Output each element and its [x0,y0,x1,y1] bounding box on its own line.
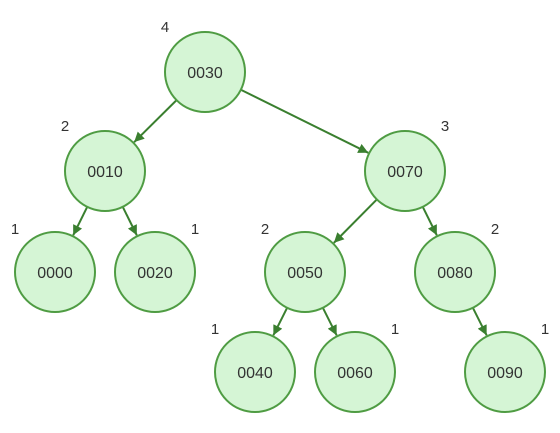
edges [72,88,488,336]
edge-0070-0050 [333,198,378,244]
node-circle [464,331,546,413]
node-height-label: 2 [61,118,69,135]
tree-node-0070: 0070 3 [364,118,449,212]
node-circle [14,231,96,313]
node-key-label: 0080 [437,265,473,282]
tree-node-0040: 0040 1 [211,321,296,413]
node-circle [114,231,196,313]
node-height-label: 4 [161,19,169,36]
node-key-label: 0020 [137,265,173,282]
edge-0070-0080 [421,206,438,236]
edge-0010-0020 [121,206,138,236]
node-height-label: 1 [11,221,19,238]
edge-0030-0070 [240,88,369,154]
edge-0050-0060 [321,307,338,336]
tree-node-0050: 0050 2 [261,221,346,313]
node-circle [264,231,346,313]
node-key-label: 0060 [337,365,373,382]
node-height-label: 2 [491,221,499,238]
node-key-label: 0090 [487,365,523,382]
node-circle [414,231,496,313]
node-height-label: 1 [211,321,219,338]
node-key-label: 0070 [387,164,423,181]
node-circle [164,31,246,113]
edge-0010-0000 [72,206,89,236]
tree-node-0030: 0030 4 [161,19,246,113]
node-height-label: 1 [541,321,549,338]
tree-node-0000: 0000 1 [11,221,96,313]
node-height-label: 1 [191,221,199,238]
tree-node-0090: 0090 1 [464,321,549,413]
tree-node-0080: 0080 2 [414,221,499,313]
node-height-label: 1 [391,321,399,338]
node-height-label: 2 [261,221,269,238]
node-height-label: 3 [441,118,449,135]
node-circle [214,331,296,413]
node-key-label: 0000 [37,265,73,282]
node-key-label: 0050 [287,265,323,282]
node-circle [364,130,446,212]
nodes: 0030 4 0010 2 0070 3 0000 1 0020 1 0050 2 0080 2 0040 1… [11,19,549,413]
tree-node-0020: 0020 1 [114,221,199,313]
edge-0050-0040 [272,307,289,336]
node-key-label: 0030 [187,65,223,82]
node-key-label: 0010 [87,164,123,181]
edge-0080-0090 [471,307,488,336]
node-circle [314,331,396,413]
node-circle [64,130,146,212]
tree-node-0010: 0010 2 [61,118,146,212]
edge-0030-0010 [133,99,178,143]
node-key-label: 0040 [237,365,273,382]
tree-node-0060: 0060 1 [314,321,399,413]
